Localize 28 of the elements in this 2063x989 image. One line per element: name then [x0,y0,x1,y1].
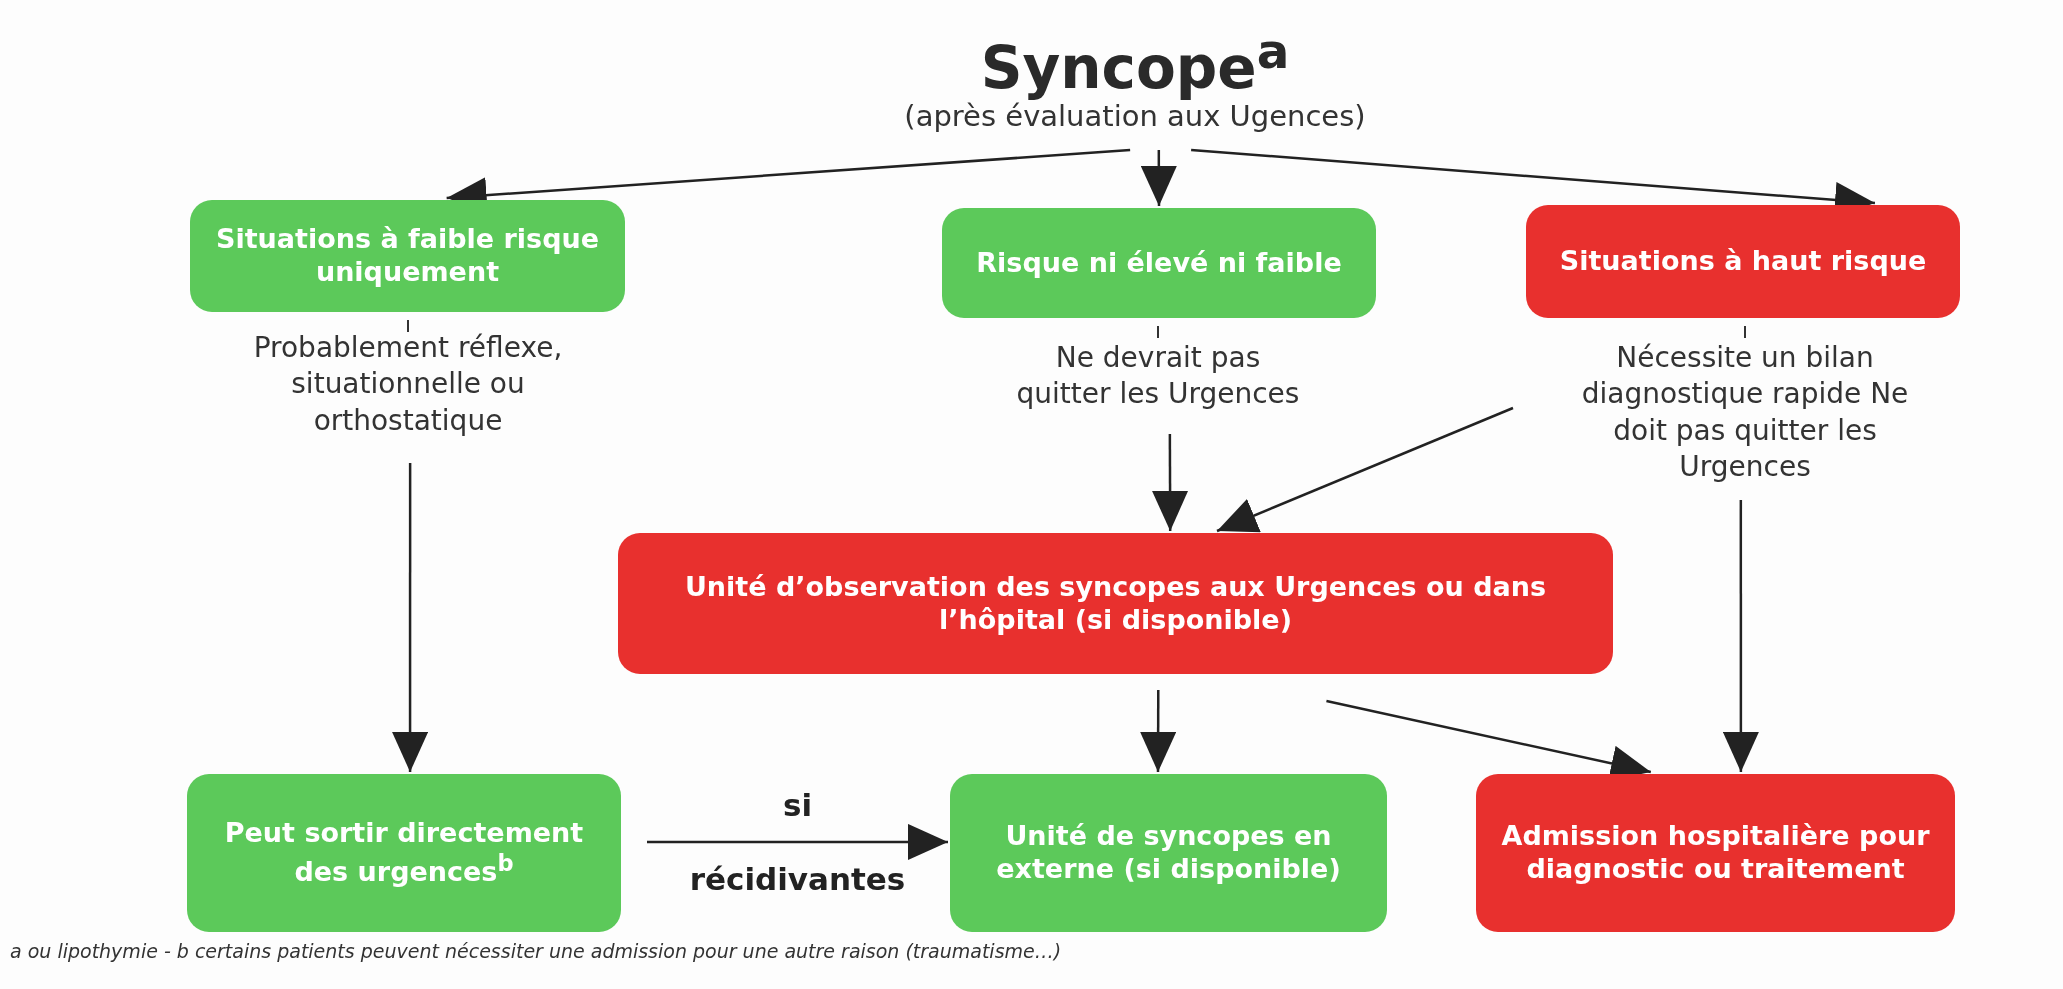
arrow [1152,434,1189,531]
process-box [1476,774,1955,932]
process-box [190,200,625,312]
arrow [1140,150,1177,206]
box-text: Unité de syncopes en externe (si disponible) [995,820,1342,886]
process-box [618,533,1613,674]
process-box [187,774,621,932]
process-box [1526,205,1960,318]
box-text: Admission hospitalière pour diagnostic ou traitement [1500,820,1931,886]
process-box [942,208,1376,318]
footnote: a ou lipothymie - b certains patients peuvent nécessiter une admission pour une autre raison (traumatisme…) [10,940,1062,962]
box-text: Situations à haut risque [1559,245,1927,278]
box-text: Unité d’observation des syncopes aux Urgences ou dans l’hôpital (si disponible) [683,570,1548,637]
box-text: Situations à faible risque uniquement [214,223,601,289]
edge-label: si récidivantes [689,785,906,899]
note-text: Nécessite un bilan diagnostique rapide Ne doit pas quitter les Urgences [1580,340,1910,486]
process-box [950,774,1387,932]
arrow [1722,500,1759,772]
arrow [1140,690,1177,772]
arrow [392,463,429,772]
box-text: Peut sortir directement des urgences$^{b}$ [223,817,585,889]
box-text: Risque ni élevé ni faible [976,246,1342,280]
arrow [1216,406,1514,533]
subtitle: (après évaluation aux Ugences) [904,99,1366,134]
note-text: Ne devrait pas quitter les Urgences [1015,340,1301,413]
arrow [647,823,948,860]
note-text: Probablement réflexe, situationnelle ou orthostatique [252,330,564,439]
title: Syncope$^{a}$ [980,26,1290,100]
